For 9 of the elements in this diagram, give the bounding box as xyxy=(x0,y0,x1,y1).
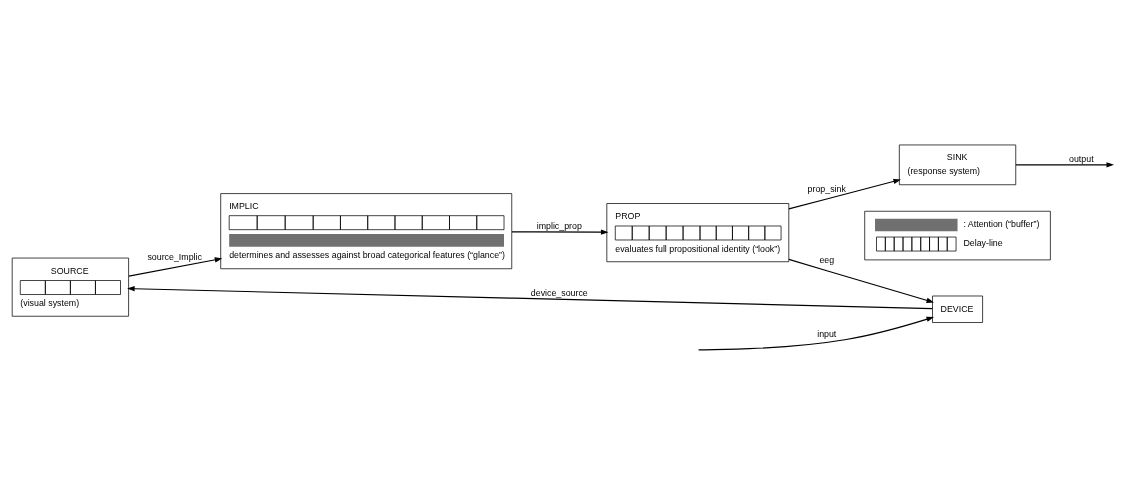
edge-label: output xyxy=(1069,154,1094,165)
legend-label: : Attention (“buffer”) xyxy=(963,219,1040,230)
edge-label: source_Implic xyxy=(147,251,202,262)
edge-label: eeg xyxy=(819,255,835,266)
edge-label: implic_prop xyxy=(536,221,582,232)
edge-label: input xyxy=(817,328,837,339)
edge-label: device_source xyxy=(530,287,588,298)
legend-label: Delay-line xyxy=(963,238,1003,249)
edge-label: prop_sink xyxy=(807,183,846,194)
